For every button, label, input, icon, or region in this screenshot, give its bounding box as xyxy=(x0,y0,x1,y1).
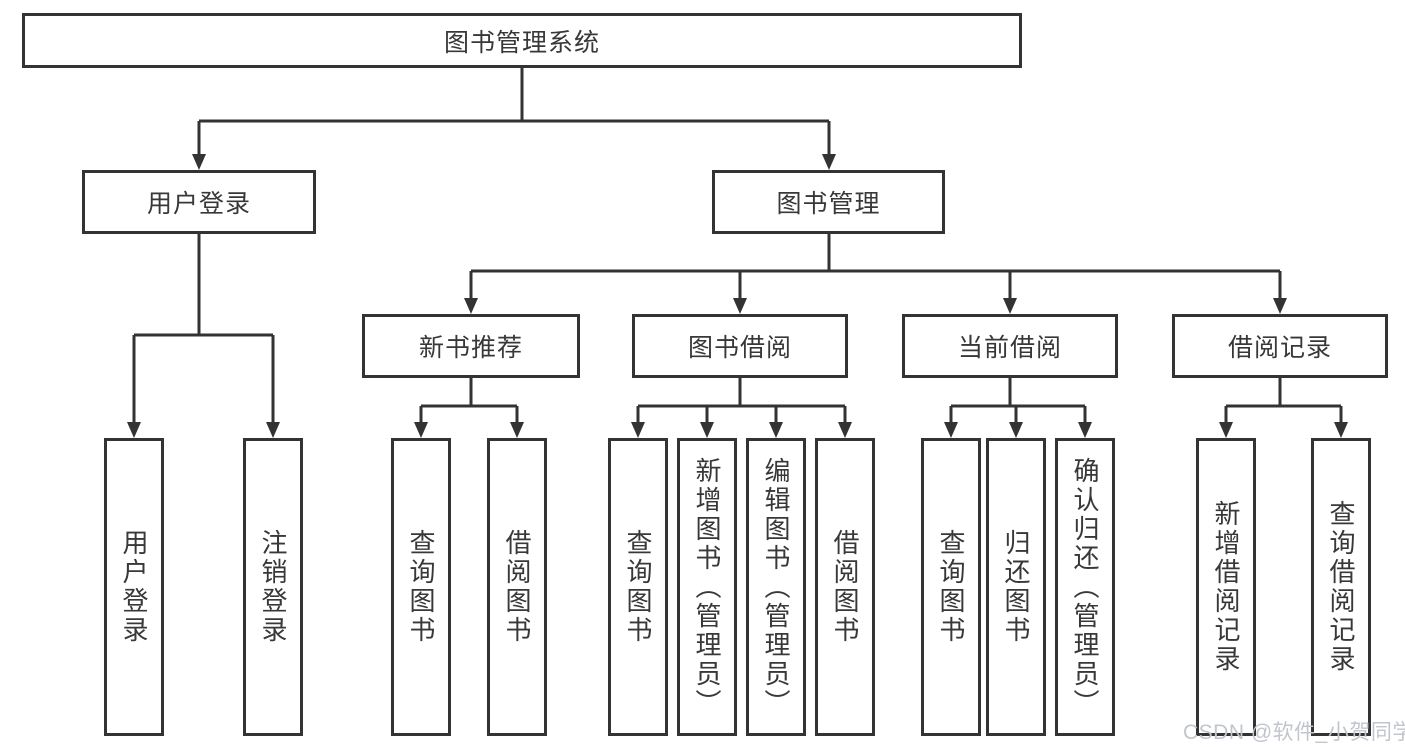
node-book-borrowing-label: 图书借阅 xyxy=(687,334,792,362)
leaf-query-books-2: 查询图书 xyxy=(608,438,668,736)
leaf-borrow-books-1: 借阅图书 xyxy=(487,438,547,736)
leaf-user-login-label: 用户登录 xyxy=(119,529,149,645)
node-book-management-label: 图书管理 xyxy=(776,190,881,218)
leaf-query-books-3-label: 查询图书 xyxy=(936,529,966,645)
leaf-return-books: 归还图书 xyxy=(986,438,1046,736)
leaf-borrow-books-2: 借阅图书 xyxy=(815,438,875,736)
leaf-query-borrow-record-label: 查询借阅记录 xyxy=(1326,500,1356,674)
leaf-query-books-1-label: 查询图书 xyxy=(406,529,436,645)
node-root: 图书管理系统 xyxy=(22,13,1022,68)
node-book-borrowing: 图书借阅 xyxy=(632,314,848,378)
leaf-borrow-books-1-label: 借阅图书 xyxy=(502,529,532,645)
node-current-borrowing-label: 当前借阅 xyxy=(957,334,1062,362)
leaf-borrow-books-2-label: 借阅图书 xyxy=(830,529,860,645)
connector-elbows xyxy=(132,68,1343,426)
node-book-management: 图书管理 xyxy=(712,170,945,234)
leaf-user-login: 用户登录 xyxy=(104,438,164,736)
leaf-confirm-return-admin: 确认归还（管理员） xyxy=(1055,438,1115,736)
leaf-query-borrow-record: 查询借阅记录 xyxy=(1311,438,1371,736)
leaf-confirm-return-admin-label: 确认归还（管理员） xyxy=(1070,456,1100,718)
node-root-label: 图书管理系统 xyxy=(443,28,600,57)
leaf-logout: 注销登录 xyxy=(243,438,303,736)
leaf-query-books-3: 查询图书 xyxy=(921,438,981,736)
node-new-book-recommend-label: 新书推荐 xyxy=(418,334,523,362)
leaf-query-books-1: 查询图书 xyxy=(391,438,451,736)
leaf-add-borrow-record: 新增借阅记录 xyxy=(1196,438,1256,736)
node-user-login: 用户登录 xyxy=(82,170,316,234)
leaf-edit-book-admin: 编辑图书（管理员） xyxy=(746,438,806,736)
node-borrowing-records-label: 借阅记录 xyxy=(1227,334,1332,362)
leaf-return-books-label: 归还图书 xyxy=(1001,529,1031,645)
node-user-login-label: 用户登录 xyxy=(146,190,251,218)
leaf-add-book-admin: 新增图书（管理员） xyxy=(677,438,737,736)
leaf-add-borrow-record-label: 新增借阅记录 xyxy=(1211,500,1241,674)
node-new-book-recommend: 新书推荐 xyxy=(362,314,580,378)
node-current-borrowing: 当前借阅 xyxy=(902,314,1118,378)
csdn-watermark: CSDN @软件_小贺同学 xyxy=(1183,721,1405,744)
leaf-add-book-admin-label: 新增图书（管理员） xyxy=(692,456,722,718)
leaf-edit-book-admin-label: 编辑图书（管理员） xyxy=(761,456,791,718)
leaf-logout-label: 注销登录 xyxy=(258,529,288,645)
leaf-query-books-2-label: 查询图书 xyxy=(623,529,653,645)
node-borrowing-records: 借阅记录 xyxy=(1172,314,1388,378)
